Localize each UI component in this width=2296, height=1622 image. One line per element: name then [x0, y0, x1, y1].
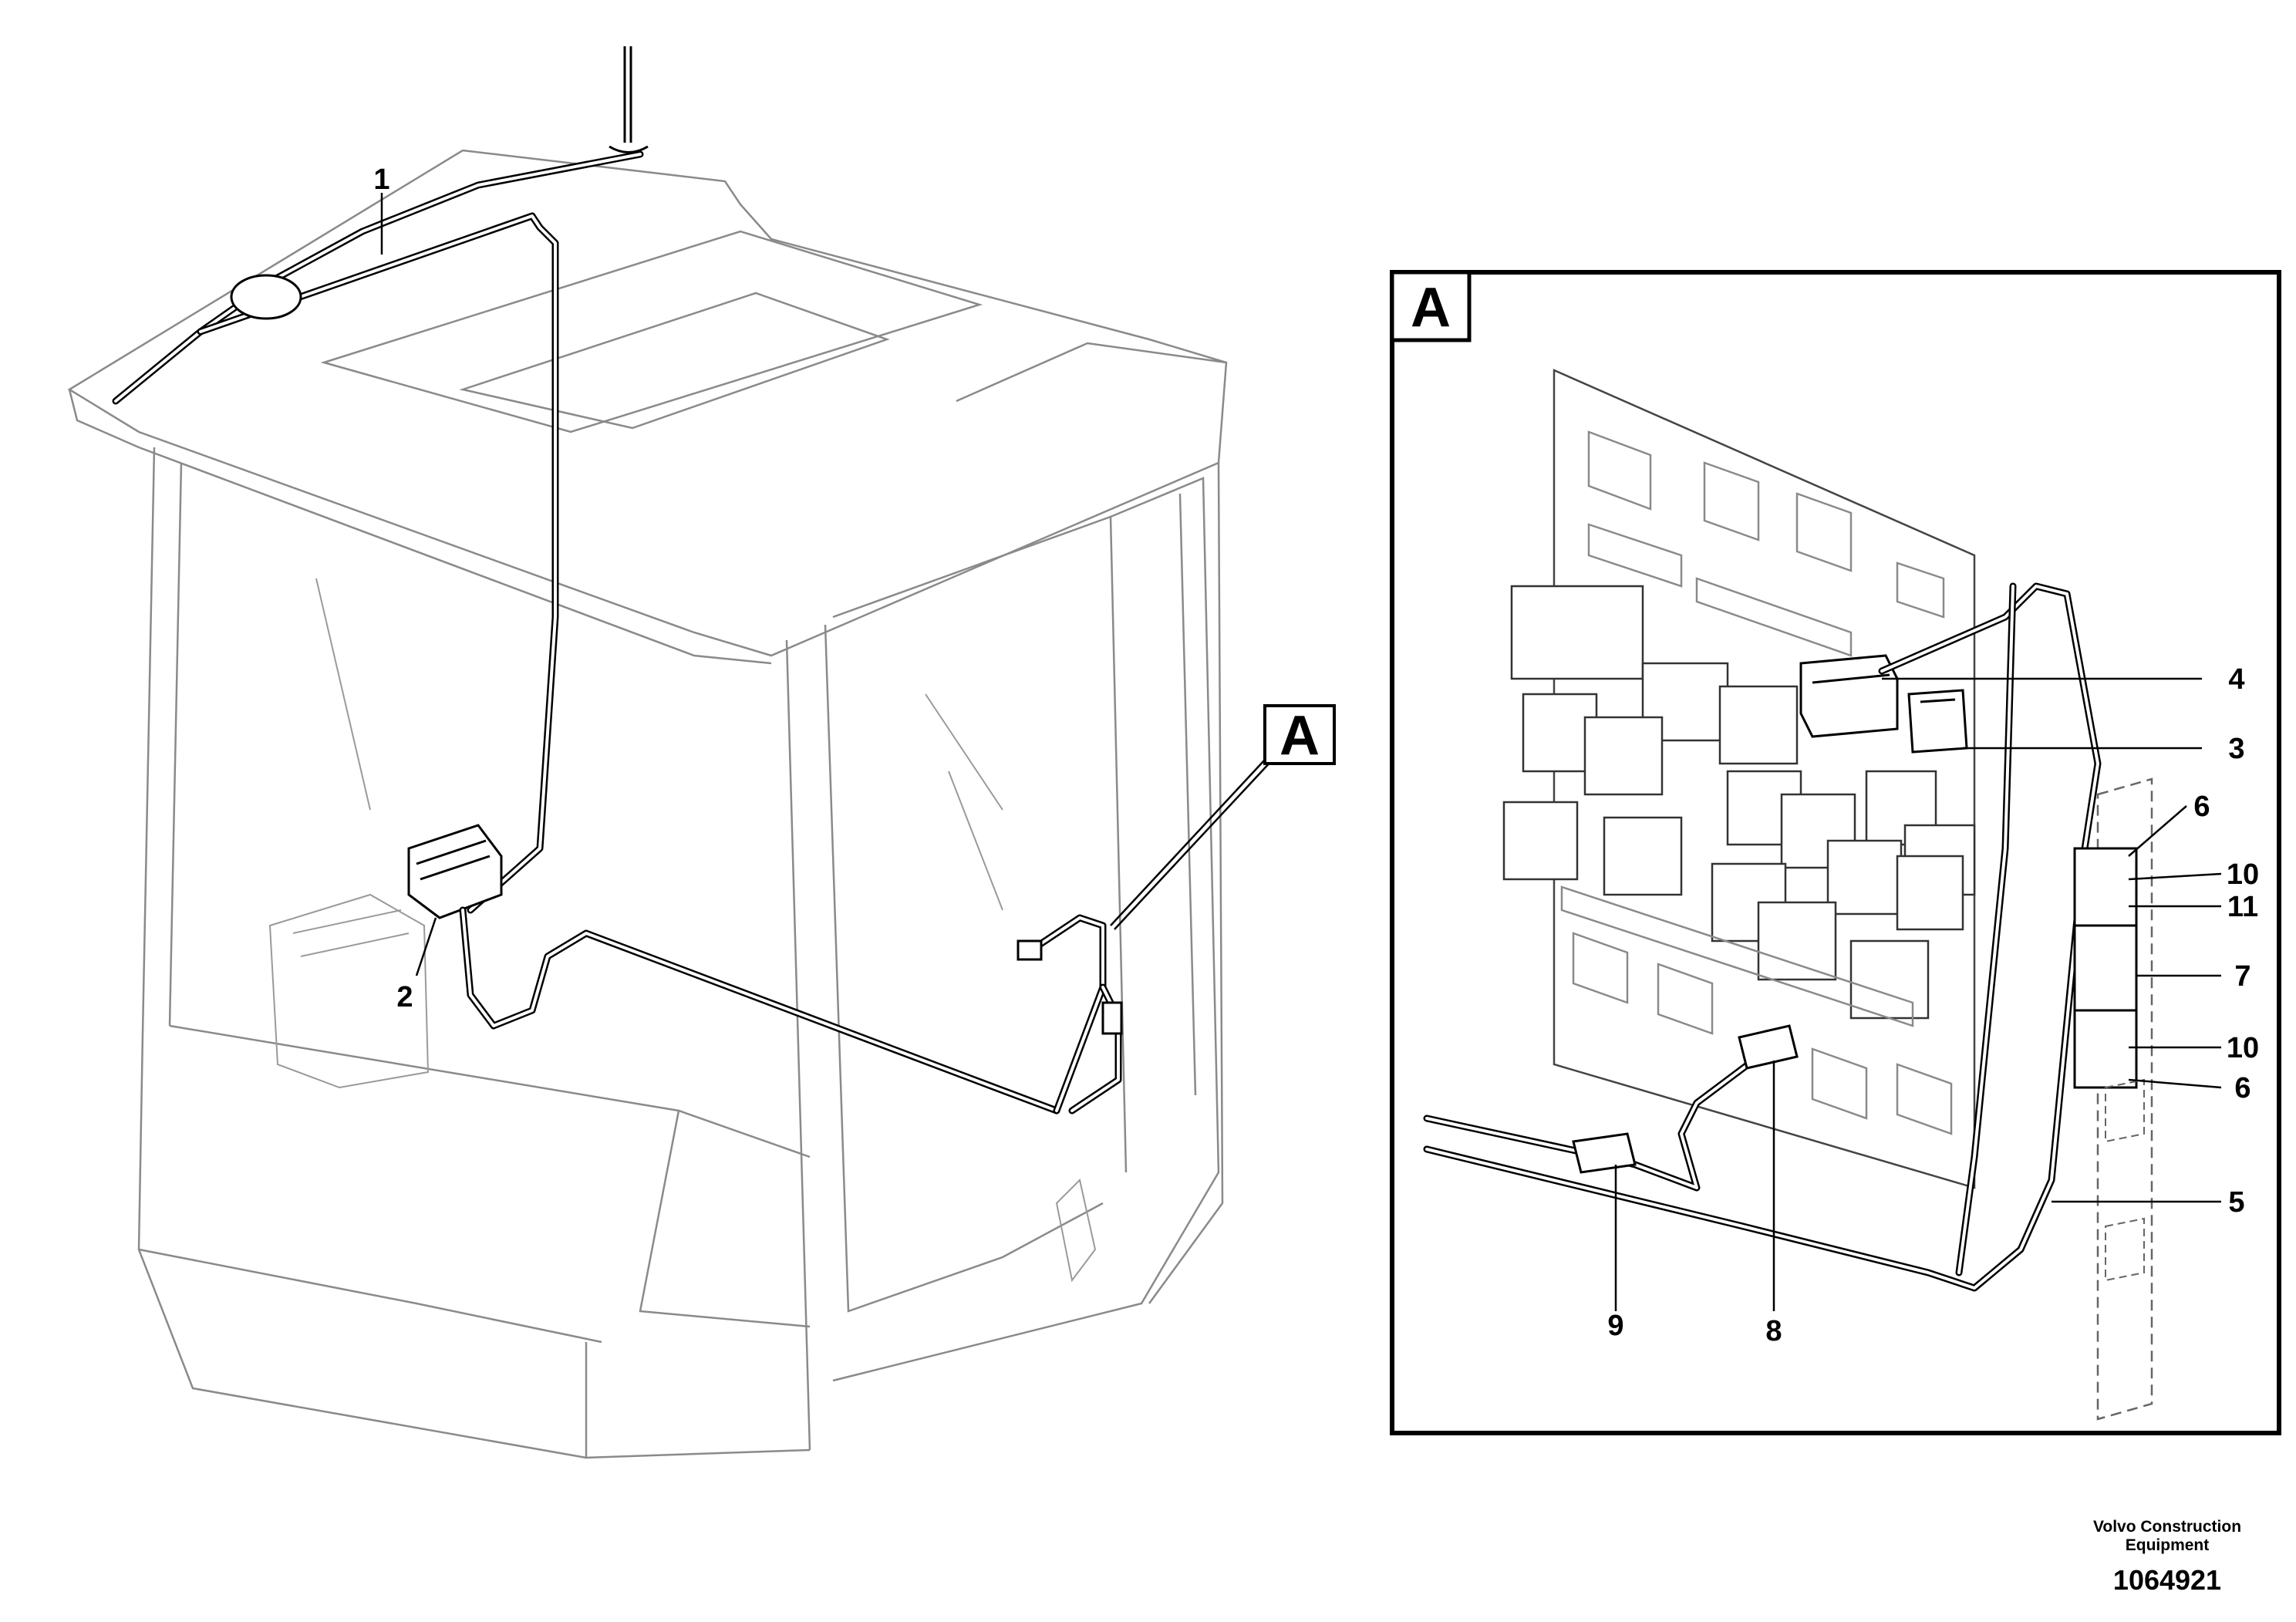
connector-8 — [1738, 1024, 1799, 1070]
callout-5: 5 — [2228, 1186, 2244, 1219]
radio-module — [407, 824, 503, 919]
drawing-number: 1064921 — [2112, 1564, 2222, 1596]
detail-a-flag: A — [1263, 704, 1336, 767]
antenna-base-puck — [230, 274, 302, 320]
callout-6-bottom: 6 — [2234, 1072, 2250, 1104]
connector-3 — [1907, 689, 1968, 754]
connector-9 — [1572, 1132, 1637, 1174]
callout-4: 4 — [2228, 663, 2244, 696]
callout-1: 1 — [373, 164, 389, 196]
callout-2: 2 — [396, 981, 413, 1013]
detail-leaders — [1614, 677, 2222, 1311]
connector-4 — [1799, 654, 1899, 738]
callout-9: 9 — [1607, 1310, 1623, 1342]
callout-6-top: 6 — [2193, 791, 2210, 823]
callout-11: 11 — [2227, 891, 2258, 923]
leader-2 — [415, 917, 437, 976]
socket-panel — [2073, 777, 2153, 1421]
callout-7: 7 — [2234, 960, 2250, 993]
antenna — [609, 46, 649, 153]
company-name: Volvo Construction Equipment — [2036, 1518, 2296, 1555]
fuse-relay-board — [1502, 369, 1976, 1189]
detail-a-leader — [1110, 759, 1273, 930]
callout-10-top: 10 — [2227, 858, 2259, 891]
callout-3: 3 — [2228, 733, 2244, 765]
company-line-1: Volvo Construction — [2092, 1518, 2242, 1536]
callout-8: 8 — [1765, 1315, 1782, 1347]
cab-outline — [67, 149, 1228, 1459]
detail-a-frame-letter: A — [1411, 277, 1451, 339]
detail-harness — [1423, 582, 2102, 1292]
cab-harness — [459, 906, 1123, 1114]
roof-cable — [112, 150, 644, 914]
company-line-2: Equipment — [2125, 1536, 2210, 1554]
callout-10-bottom: 10 — [2227, 1032, 2259, 1064]
detail-a-frame: A — [1390, 270, 2281, 1435]
detail-a-flag-letter: A — [1279, 705, 1320, 767]
